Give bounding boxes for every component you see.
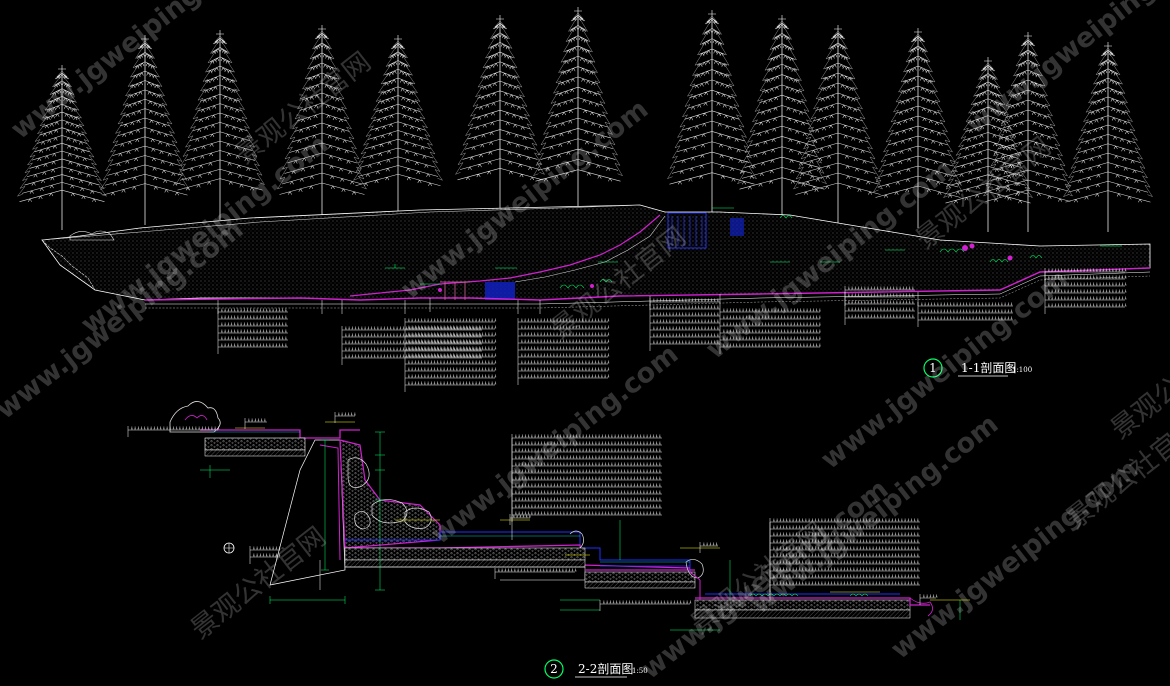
note-stack: [599, 600, 692, 611]
note-stack: [334, 412, 356, 423]
section-1-scale: 1:100: [1012, 366, 1032, 374]
section-2-title-block: 2 2-2剖面图 1:50: [544, 659, 648, 679]
section-1-title-block: 1 1-1剖面图 1:100: [923, 358, 1032, 378]
note-stack: [341, 326, 482, 365]
watermark-cn: 景观公社官网: [185, 521, 332, 645]
note-stack: [517, 318, 610, 385]
note-stack: [244, 418, 267, 429]
watermark-url: www.jgweiping.com: [425, 339, 684, 551]
tree-row: [16, 7, 1154, 232]
section-1-annotations: [217, 268, 1127, 392]
tree-icon: [737, 15, 827, 220]
tree-icon: [277, 25, 367, 225]
section-2-number-circle: [544, 659, 564, 679]
stream-bed-line: [349, 214, 661, 297]
note-stack: [511, 434, 662, 522]
note-stack: [127, 426, 220, 437]
tree-icon: [533, 7, 623, 212]
tree-icon: [454, 15, 546, 210]
tree-icon: [99, 35, 191, 225]
note-stack: [494, 568, 577, 579]
tree-icon: [873, 28, 963, 228]
section-1-title: 1-1剖面图: [961, 361, 1016, 375]
waterfall-pool: [667, 212, 707, 249]
section-1-ground: [41, 204, 1151, 309]
section-2-annotations: [127, 412, 938, 611]
note-stack: [919, 594, 938, 605]
note-stack: [917, 302, 1013, 327]
tree-icon: [983, 32, 1073, 232]
section-2-scale: 1:50: [632, 667, 648, 675]
section-2-profile: [169, 401, 970, 631]
tree-icon: [174, 30, 266, 220]
note-stack: [649, 298, 720, 351]
note-stack: [249, 546, 281, 564]
watermark-url: www.jgweiping.com: [5, 0, 264, 146]
watermark-url: www.jgweiping.com: [960, 0, 1170, 141]
tree-icon: [667, 10, 757, 215]
watermark-cn: 景观公社官网: [1105, 321, 1170, 445]
tree-icon: [1062, 42, 1154, 232]
note-stack: [844, 286, 915, 325]
note-stack: [1044, 268, 1127, 314]
tree-icon: [942, 57, 1034, 232]
tree-icon: [793, 25, 883, 225]
section-1-number-circle: [923, 358, 943, 378]
section-2-title: 2-2剖面图: [578, 662, 633, 676]
pond-water: [485, 282, 515, 300]
section-1-number: 1: [929, 361, 937, 375]
note-stack: [719, 308, 821, 354]
note-stack: [217, 308, 288, 354]
note-stack: [769, 518, 920, 592]
note-stack: [699, 542, 718, 553]
note-stack: [509, 514, 531, 525]
tree-icon: [352, 35, 444, 215]
section-2-number: 2: [550, 662, 558, 676]
tree-icon: [16, 65, 108, 230]
note-stack: [404, 318, 497, 392]
